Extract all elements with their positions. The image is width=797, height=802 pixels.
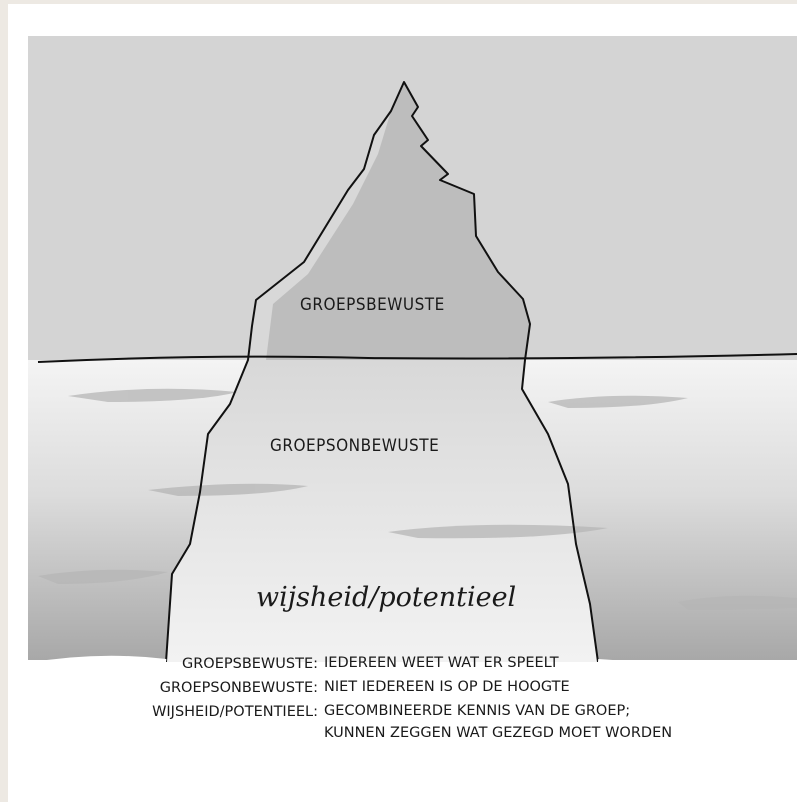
legend-row: GROEPSONBEWUSTE: NIET IEDEREEN IS OP DE … (96, 676, 736, 700)
legend-term: WIJSHEID/POTENTIEEL: (96, 700, 324, 744)
legend-definition-block: GECOMBINEERDE KENNIS VAN DE GROEP; KUNNE… (324, 700, 672, 744)
label-wijsheid-potentieel: wijsheid/potentieel (256, 582, 516, 613)
legend-definition: IEDEREEN WEET WAT ER SPEELT (324, 652, 559, 676)
legend-definition-continued: KUNNEN ZEGGEN WAT GEZEGD MOET WORDEN (324, 722, 672, 744)
legend-row: GROEPSBEWUSTE: IEDEREEN WEET WAT ER SPEE… (96, 652, 736, 676)
legend-definition: GECOMBINEERDE KENNIS VAN DE GROEP; (324, 700, 672, 722)
illustration-frame: GROEPSBEWUSTE GROEPSONBEWUSTE wijsheid/p… (8, 4, 797, 802)
legend-term: GROEPSBEWUSTE: (96, 652, 324, 676)
legend-row: WIJSHEID/POTENTIEEL: GECOMBINEERDE KENNI… (96, 700, 736, 744)
legend-definition: NIET IEDEREEN IS OP DE HOOGTE (324, 676, 570, 700)
label-groepsbewuste: GROEPSBEWUSTE (300, 295, 445, 315)
legend-term: GROEPSONBEWUSTE: (96, 676, 324, 700)
legend: GROEPSBEWUSTE: IEDEREEN WEET WAT ER SPEE… (96, 652, 736, 744)
label-groepsonbewuste: GROEPSONBEWUSTE (270, 436, 439, 456)
